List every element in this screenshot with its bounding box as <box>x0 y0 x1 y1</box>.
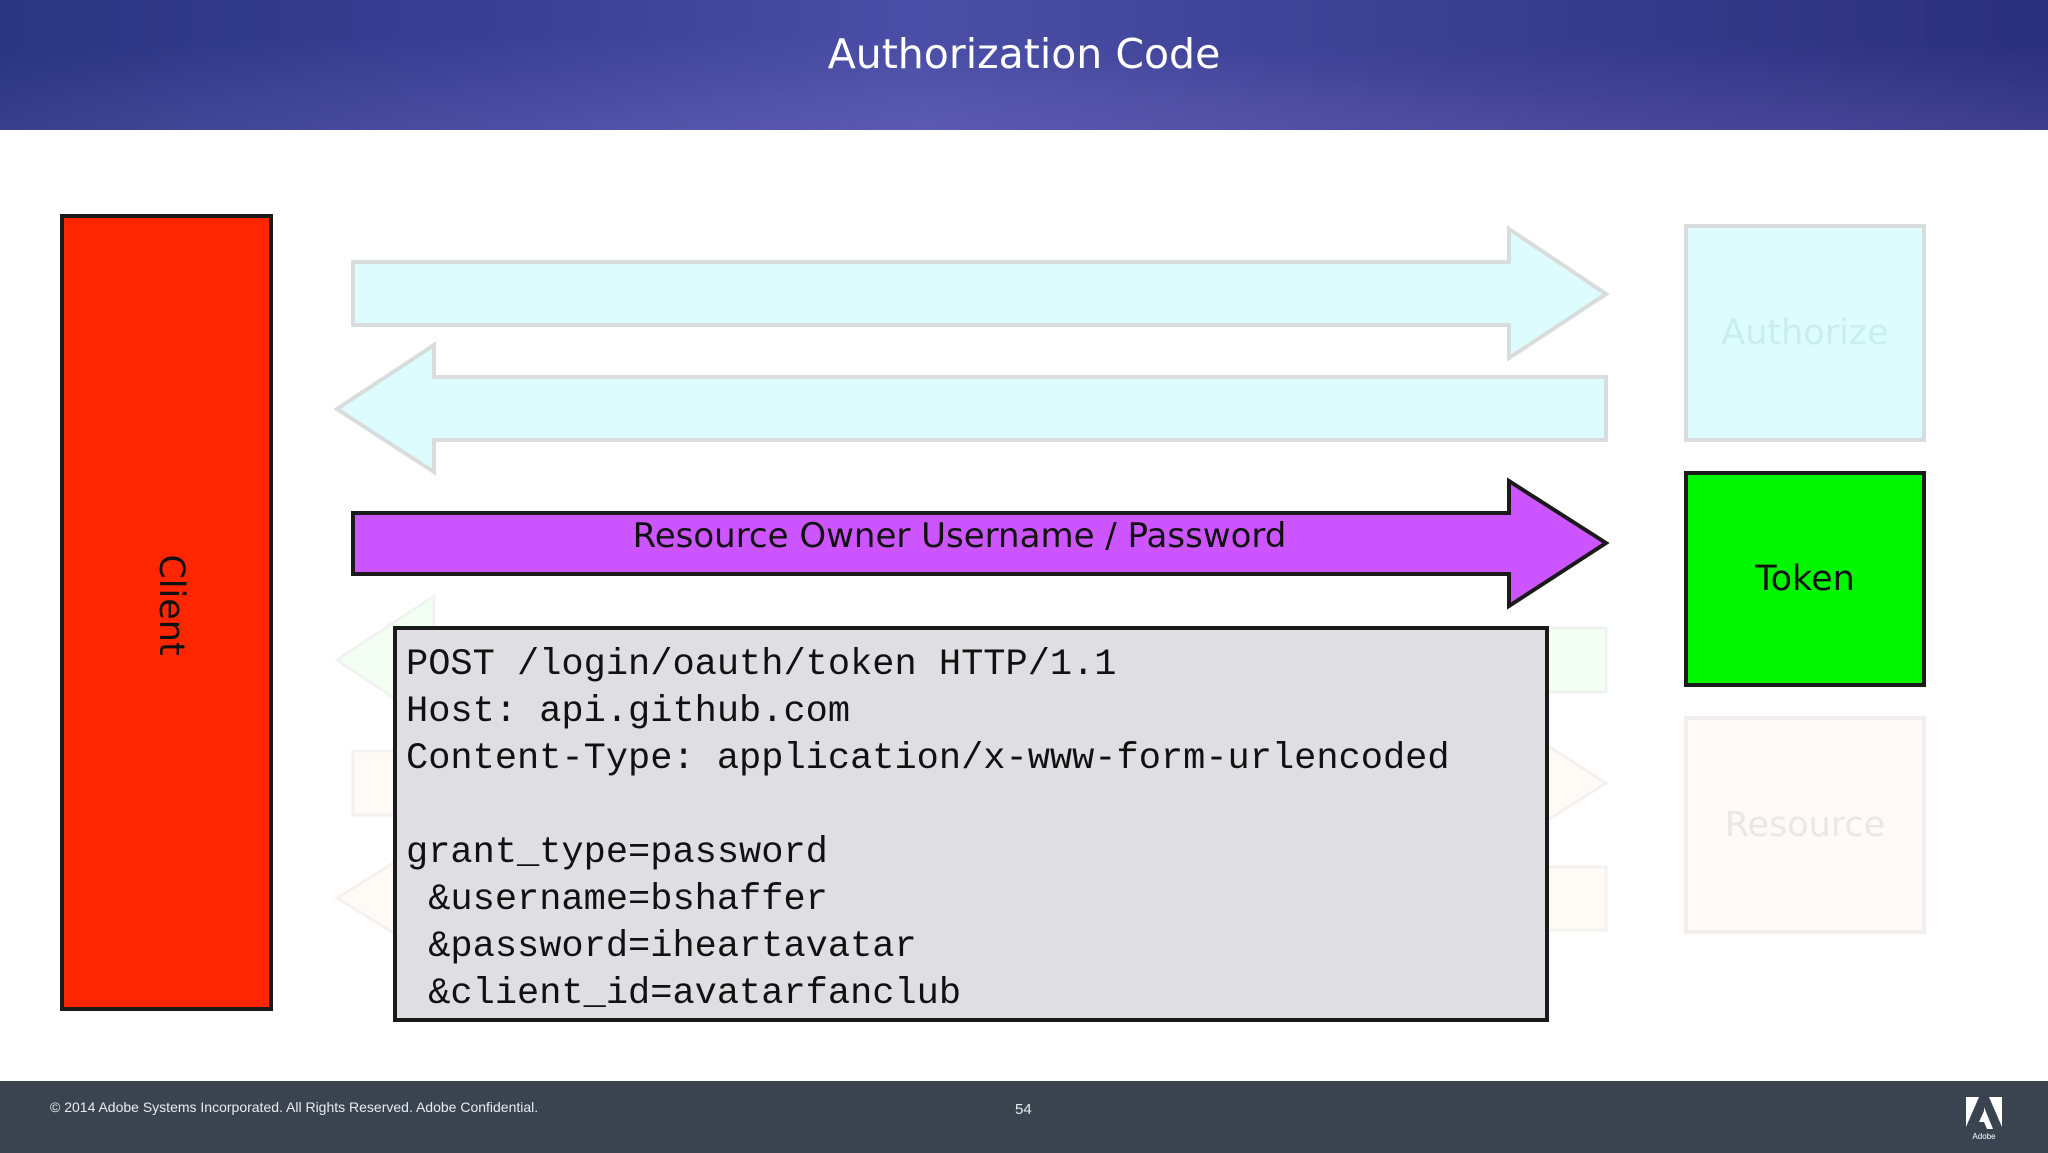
footer-copyright: © 2014 Adobe Systems Incorporated. All R… <box>50 1099 539 1115</box>
resource-server-box: Resource <box>1684 716 1926 934</box>
code-line: Content-Type: application/x-www-form-url… <box>406 738 1450 780</box>
adobe-logo-icon: Adobe <box>1966 1097 2002 1141</box>
authorize-server-box: Authorize <box>1684 224 1926 442</box>
code-line: POST /login/oauth/token HTTP/1.1 <box>406 644 1117 686</box>
client-box <box>60 214 273 1011</box>
arrow-authorize-request <box>351 225 1610 362</box>
slide-header: Authorization Code <box>0 0 2048 130</box>
arrow-credentials-request <box>351 477 1610 610</box>
client-label: Client <box>151 554 191 656</box>
slide-footer: © 2014 Adobe Systems Incorporated. All R… <box>0 1081 2048 1153</box>
code-line: grant_type=password <box>406 832 828 874</box>
slide-title: Authorization Code <box>827 30 1221 78</box>
authorize-label: Authorize <box>1721 313 1889 353</box>
code-line: &username=bshaffer <box>406 879 828 921</box>
code-line: Host: api.github.com <box>406 691 851 733</box>
token-server-box: Token <box>1684 471 1926 687</box>
adobe-logo-text: Adobe <box>1972 1132 1996 1141</box>
code-line: &password=iheartavatar <box>406 926 917 968</box>
credentials-arrow-label: Resource Owner Username / Password <box>632 516 1287 556</box>
code-line <box>406 783 1545 830</box>
http-request-code-box: POST /login/oauth/token HTTP/1.1 Host: a… <box>393 626 1549 1022</box>
token-label: Token <box>1755 559 1855 599</box>
page-number: 54 <box>1015 1101 1032 1118</box>
arrow-authorize-response <box>333 341 1608 476</box>
resource-label: Resource <box>1724 805 1886 845</box>
code-line: &client_id=avatarfanclub <box>406 973 962 1015</box>
